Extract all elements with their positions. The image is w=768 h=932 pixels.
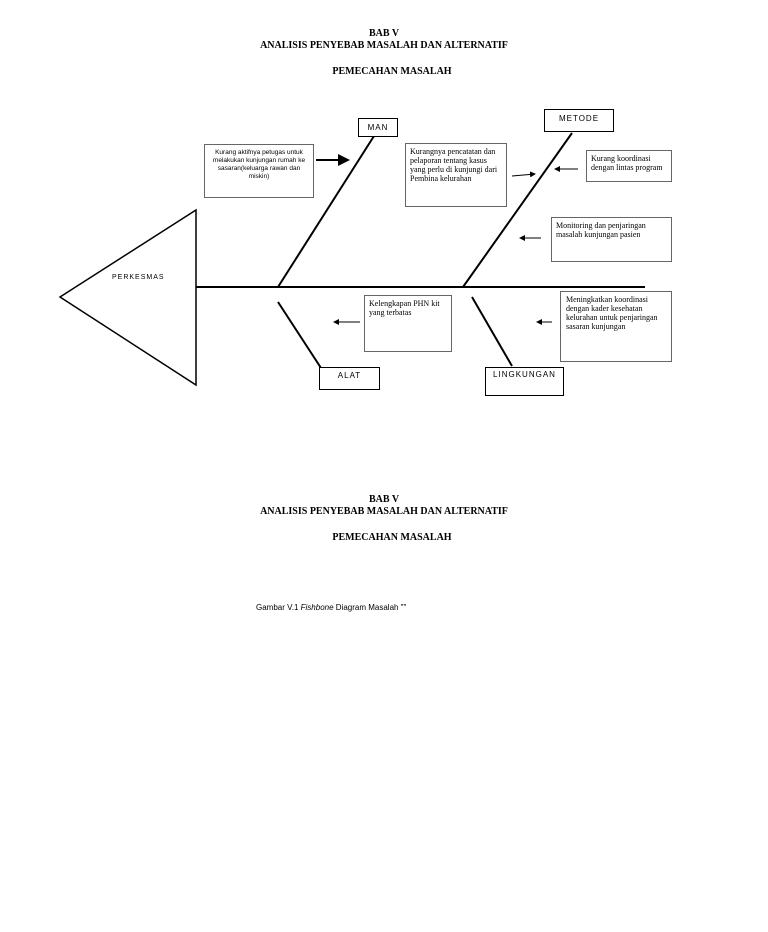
chapter-subtitle-2: PEMECAHAN MASALAH — [332, 532, 452, 543]
fishbone-diagram — [58, 132, 645, 387]
bone-metode — [462, 132, 573, 288]
fish-head — [58, 208, 197, 387]
header-bottom: BAB V ANALISIS PENYEBAB MASALAH DAN ALTE… — [0, 494, 768, 544]
cause-alat: Kelengkapan PHN kit yang terbatas — [364, 295, 452, 352]
chapter-title-2: ANALISIS PENYEBAB MASALAH DAN ALTERNATIF — [260, 506, 508, 517]
category-man: MAN — [358, 118, 398, 137]
chapter-number-2: BAB V — [368, 494, 400, 505]
cause-metode-1: Kurangnya pencatatan dan pelaporan tenta… — [405, 143, 507, 207]
chapter-subtitle: PEMECAHAN MASALAH — [332, 66, 452, 77]
category-metode: METODE — [544, 109, 614, 132]
figure-caption: Gambar V.1 Fishbone Diagram Masalah "" — [256, 603, 406, 612]
caption-italic: Fishbone — [300, 603, 334, 612]
arrow-metode-1 — [511, 171, 536, 178]
caption-prefix: Gambar V.1 — [256, 603, 301, 612]
chapter-number: BAB V — [368, 28, 400, 39]
cause-metode-3: Monitoring dan penjaringan masalah kunju… — [551, 217, 672, 262]
cause-man: Kurang aktifnya petugas untuk melakukan … — [204, 144, 314, 198]
header-top: BAB V ANALISIS PENYEBAB MASALAH DAN ALTE… — [0, 28, 768, 78]
cause-lingkungan: Meningkatkan koordinasi dengan kader kes… — [560, 291, 672, 362]
category-alat: ALAT — [319, 367, 380, 390]
bone-man — [277, 135, 375, 288]
problem-label: PERKESMAS — [112, 274, 165, 281]
cause-metode-2: Kurang koordinasi dengan lintas program — [586, 150, 672, 182]
bone-alat — [277, 301, 322, 369]
chapter-title: ANALISIS PENYEBAB MASALAH DAN ALTERNATIF — [260, 40, 508, 51]
caption-suffix: Diagram Masalah "" — [333, 603, 407, 612]
category-lingkungan: LINGKUNGAN — [485, 367, 564, 396]
bone-lingkungan — [471, 296, 513, 367]
